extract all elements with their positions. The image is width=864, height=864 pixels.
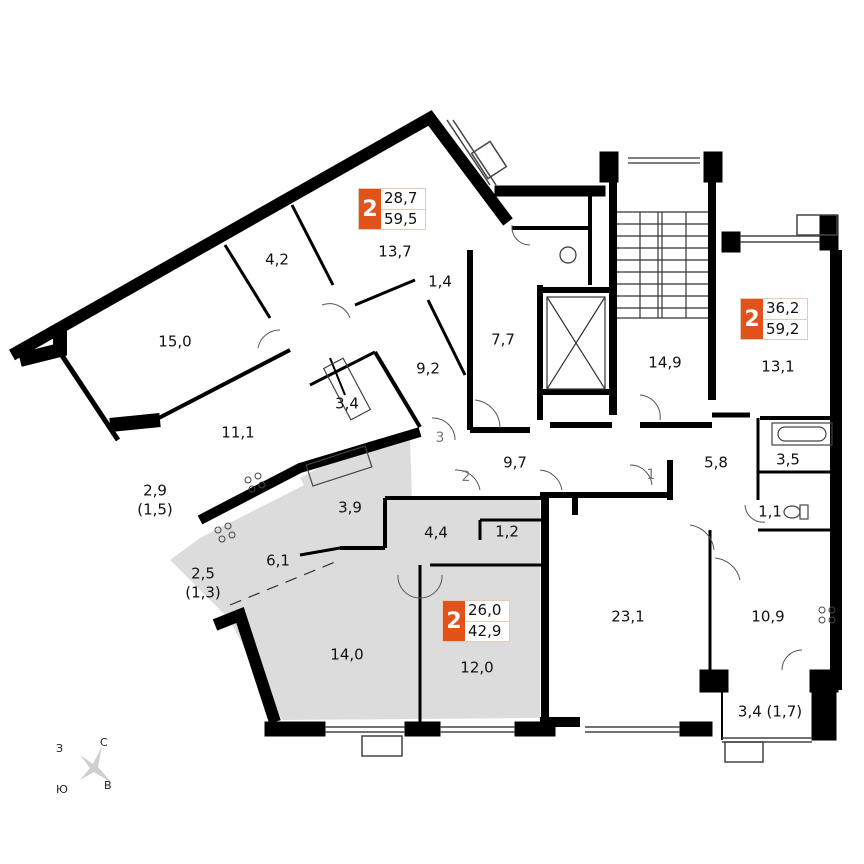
room-count: 2	[359, 189, 381, 229]
cooktop-10-9	[818, 606, 836, 624]
wall-group-right	[540, 214, 842, 741]
room-area-13-7: 13,7	[378, 242, 412, 261]
door-arcs	[257, 224, 803, 671]
room-area-5-8: 5,8	[704, 453, 728, 472]
compass-east: В	[104, 779, 112, 792]
room-area-1-2: 1,2	[495, 522, 519, 541]
room-area-9-2: 9,2	[416, 359, 440, 378]
room-area-1-1: 1,1	[758, 502, 782, 521]
room-area-14-9: 14,9	[648, 353, 682, 372]
wall-group-bottom	[212, 495, 713, 737]
apartment-badge-top-left[interactable]: 2 28,7 59,5	[358, 188, 426, 230]
bathtub-3-9	[305, 445, 373, 487]
apartment-badge-right[interactable]: 2 36,2 59,2	[740, 298, 808, 340]
window-stair-top	[628, 157, 700, 164]
drain-circle	[559, 246, 577, 264]
room-area-12-0: 12,0	[460, 658, 494, 677]
entrance-number-2: 2	[461, 469, 471, 485]
room-area-3-9: 3,9	[338, 498, 362, 517]
compass-south: Ю	[56, 783, 68, 796]
room-area-6-1: 6,1	[266, 551, 290, 570]
window-right-top	[740, 214, 838, 243]
cooktop-6-1	[214, 522, 236, 543]
room-area-3-5: 3,5	[776, 450, 800, 469]
room-area-10-9: 10,9	[751, 607, 785, 626]
wall-group-top-left	[9, 110, 513, 525]
bathtub-3-4	[322, 357, 372, 421]
apartment-badge-bottom-center[interactable]: 2 26,0 42,9	[442, 600, 510, 642]
entrance-number-3: 3	[435, 430, 445, 446]
stairs	[617, 211, 708, 319]
room-area-14-0: 14,0	[330, 645, 364, 664]
room-count: 2	[443, 601, 465, 641]
compass-star-icon	[80, 746, 112, 783]
windows-bottom	[325, 726, 680, 757]
room-area-13-1: 13,1	[761, 357, 795, 376]
room-area-2-9: 2,9(1,5)	[137, 481, 173, 518]
wall-group-core	[470, 151, 723, 433]
room-area-2-5: 2,5(1,3)	[185, 564, 221, 601]
room-area-3-4: 3,4	[335, 394, 359, 413]
living-area: 36,2	[763, 299, 807, 320]
room-area-7-7: 7,7	[491, 330, 515, 349]
room-area-4-2: 4,2	[265, 250, 289, 269]
room-area-15-0: 15,0	[158, 332, 192, 351]
room-area-4-4: 4,4	[424, 523, 448, 542]
window-balcony-top	[446, 119, 508, 186]
room-count: 2	[741, 299, 763, 339]
toilet-right	[783, 504, 809, 520]
bathtub-right	[771, 422, 833, 446]
entrance-number-1: 1	[646, 467, 656, 483]
room-area-3-4-loggia: 3,4 (1,7)	[737, 702, 803, 721]
highlighted-apartment-fill	[170, 440, 540, 720]
window-loggia-right	[722, 737, 812, 763]
living-area: 26,0	[465, 601, 509, 622]
elevator-shaft	[546, 296, 606, 390]
cooktop-11-1	[244, 472, 266, 493]
total-area: 59,5	[384, 209, 418, 228]
room-area-11-1: 11,1	[221, 423, 255, 442]
total-area: 42,9	[468, 621, 502, 640]
total-area: 59,2	[766, 319, 800, 338]
living-area: 28,7	[381, 189, 425, 210]
compass-rose: З С В Ю	[52, 736, 132, 800]
room-area-23-1: 23,1	[611, 607, 645, 626]
compass-north: С	[100, 736, 108, 749]
compass-west: З	[56, 742, 64, 755]
room-area-1-4: 1,4	[428, 272, 452, 291]
room-area-9-7: 9,7	[503, 453, 527, 472]
